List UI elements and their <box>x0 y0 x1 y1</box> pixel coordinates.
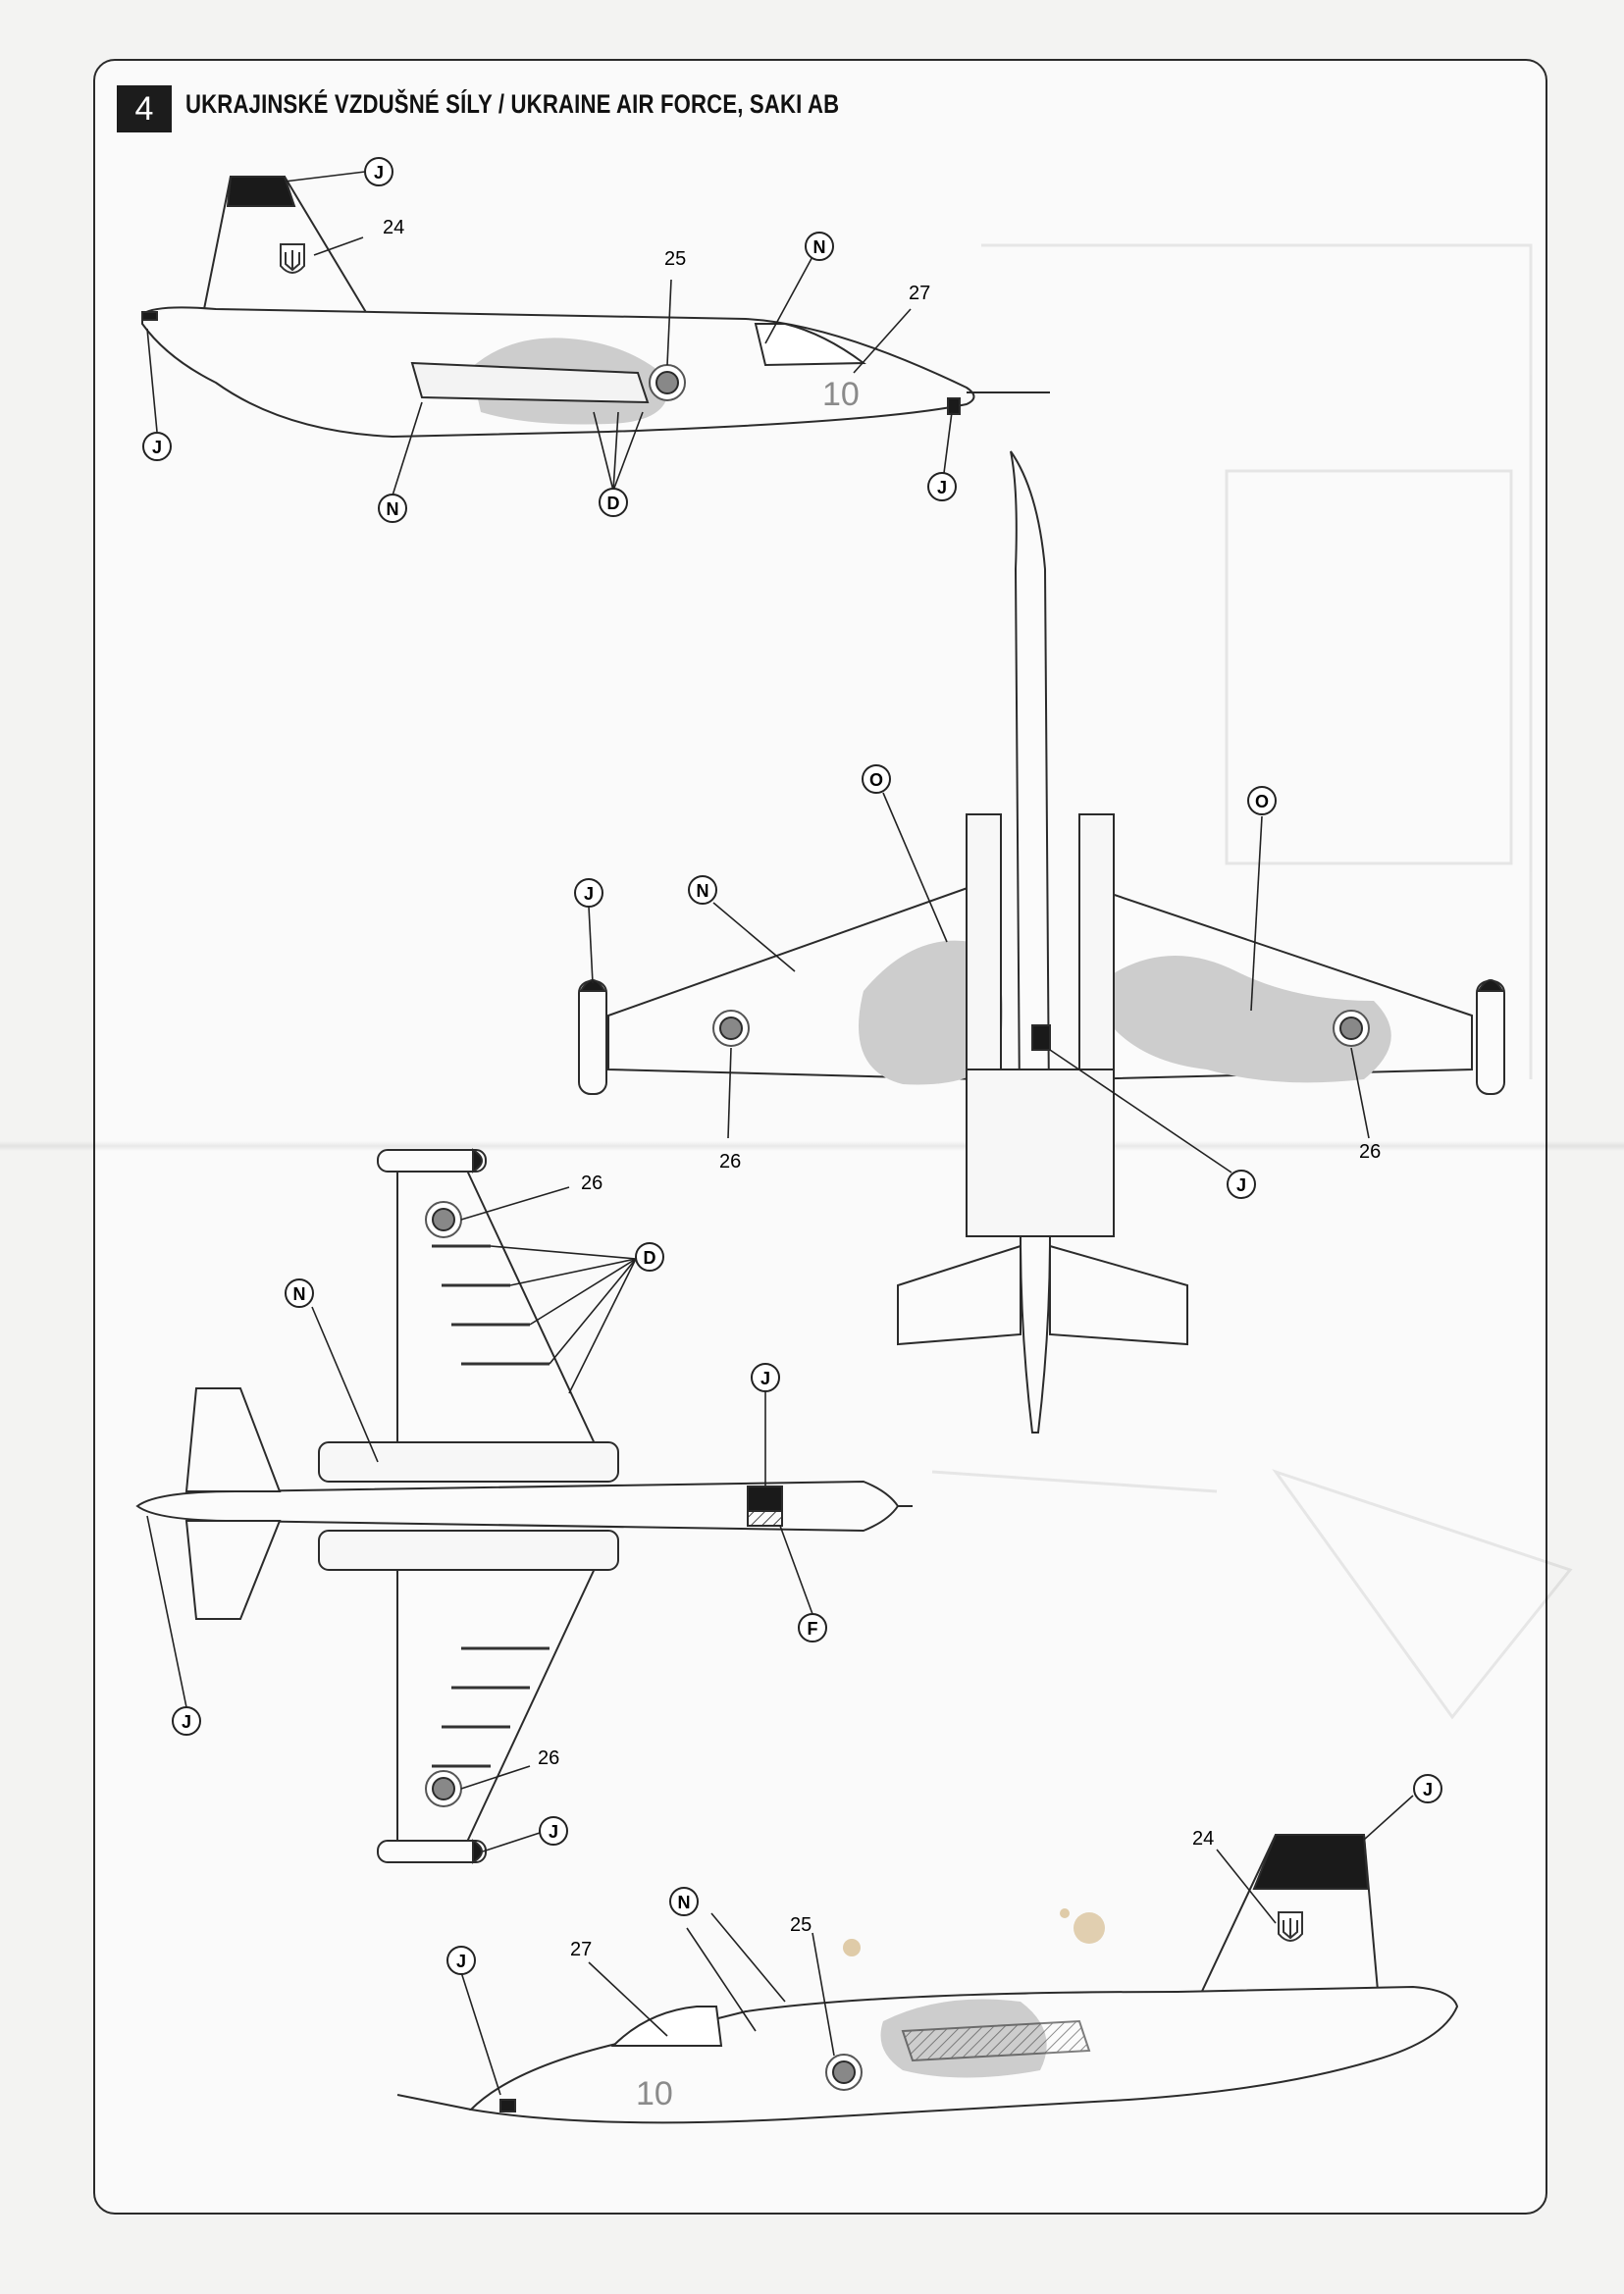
svg-text:O: O <box>1255 792 1269 811</box>
svg-text:J: J <box>374 163 384 182</box>
underside-view <box>135 1148 913 1864</box>
decal-27-top: 27 <box>909 283 930 304</box>
svg-text:N: N <box>293 1284 306 1304</box>
plan-view-upper <box>578 450 1505 1434</box>
profile-number-badge: 4 <box>117 85 172 132</box>
callout-J-underside-pod: J <box>539 1816 568 1846</box>
decal-26-plan-left: 26 <box>719 1151 741 1173</box>
decal-24-top: 24 <box>383 217 404 238</box>
callout-J-nose-top: J <box>927 472 957 501</box>
svg-text:J: J <box>182 1712 191 1732</box>
svg-text:D: D <box>607 494 620 513</box>
decal-24-bottom: 24 <box>1192 1828 1214 1850</box>
callout-J-tail-top: J <box>142 432 172 461</box>
svg-text:J: J <box>1236 1175 1246 1195</box>
callout-D-underside: D <box>635 1242 664 1272</box>
svg-text:N: N <box>697 881 709 901</box>
decal-27-bottom: 27 <box>570 1939 592 1960</box>
paper-stains <box>843 1908 1105 1956</box>
aircraft-code-side-bottom: 10 <box>636 2075 673 2112</box>
callout-N-bottom: N <box>669 1887 699 1916</box>
callout-O-right-plan: O <box>1247 786 1277 815</box>
callout-O-left-plan: O <box>862 764 891 794</box>
callout-J-fin-bottom: J <box>1413 1774 1442 1803</box>
svg-text:J: J <box>456 1952 466 1971</box>
callout-F-underside: F <box>798 1613 827 1642</box>
svg-text:J: J <box>1423 1780 1433 1799</box>
callout-N-underside: N <box>285 1278 314 1308</box>
svg-text:F: F <box>808 1619 818 1639</box>
callout-N-plan: N <box>688 875 717 905</box>
svg-text:J: J <box>760 1369 770 1388</box>
profile-title: UKRAJINSKÉ VZDUŠNÉ SÍLY / UKRAINE AIR FO… <box>185 89 840 119</box>
callout-J-wingtip-plan: J <box>574 878 603 908</box>
callout-J-fin-top: J <box>364 157 393 186</box>
callout-J-underside-tail: J <box>172 1706 201 1736</box>
svg-text:N: N <box>387 499 399 519</box>
svg-text:D: D <box>644 1248 656 1268</box>
svg-text:N: N <box>813 237 826 257</box>
svg-text:J: J <box>937 478 947 497</box>
callout-N-canopy-top: N <box>805 232 834 261</box>
svg-text:O: O <box>869 770 883 790</box>
callout-J-underside-fuselage: J <box>751 1363 780 1392</box>
decal-25-bottom: 25 <box>790 1914 812 1936</box>
svg-text:J: J <box>152 438 162 457</box>
decal-26-plan-right: 26 <box>1359 1141 1381 1163</box>
svg-text:J: J <box>549 1822 558 1842</box>
side-view-right <box>396 1834 1459 2124</box>
callout-N-wing-top: N <box>378 494 407 523</box>
callout-D-top: D <box>599 488 628 517</box>
decal-26-underside-bottom: 26 <box>538 1747 559 1769</box>
decal-26-underside-top: 26 <box>581 1173 602 1194</box>
paper-fold-crease <box>0 1141 1624 1151</box>
callout-J-nose-bottom: J <box>446 1946 476 1975</box>
svg-text:N: N <box>678 1893 691 1912</box>
svg-text:J: J <box>584 884 594 904</box>
aircraft-code-side-top: 10 <box>822 376 860 413</box>
callout-J-fuselage-plan: J <box>1227 1170 1256 1199</box>
side-view-left <box>141 176 1050 439</box>
decal-25-top: 25 <box>664 248 686 270</box>
